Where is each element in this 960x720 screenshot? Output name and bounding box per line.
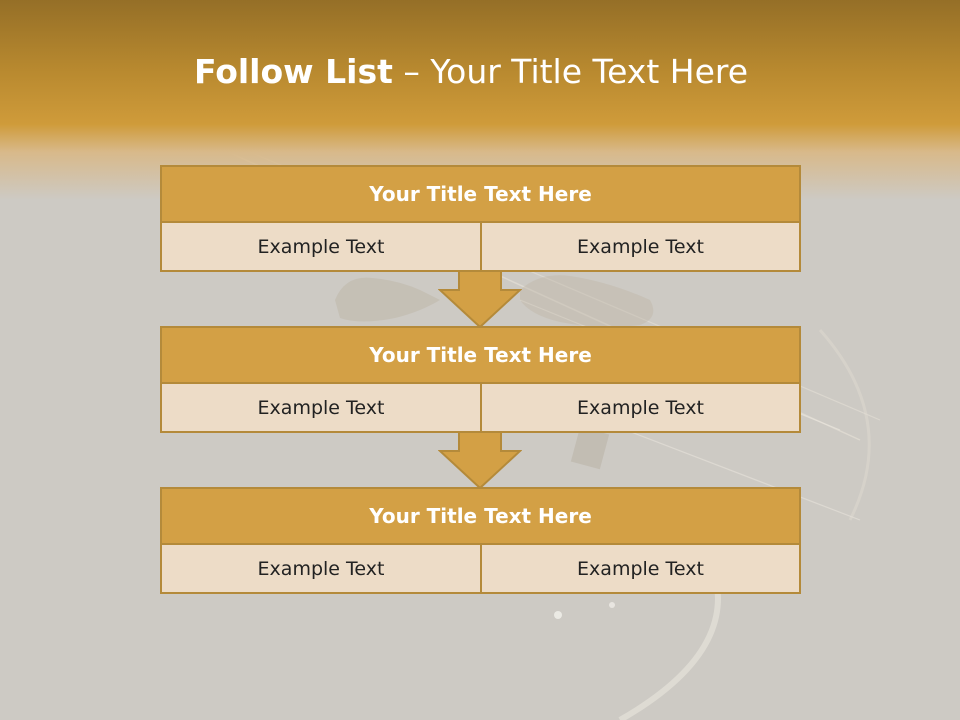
block-3-title: Your Title Text Here [162, 489, 799, 545]
list-block-2: Your Title Text Here Example Text Exampl… [160, 326, 801, 433]
block-3-left-text: Example Text [162, 545, 482, 592]
slide-title-rest: – Your Title Text Here [392, 52, 749, 91]
list-block-1: Your Title Text Here Example Text Exampl… [160, 165, 801, 272]
block-2-left-text: Example Text [162, 384, 482, 431]
down-arrow-1-icon [438, 270, 522, 328]
block-2-right-text: Example Text [482, 384, 799, 431]
block-1-title: Your Title Text Here [162, 167, 799, 223]
down-arrow-2-icon [438, 431, 522, 489]
list-block-3: Your Title Text Here Example Text Exampl… [160, 487, 801, 594]
block-1-left-text: Example Text [162, 223, 482, 270]
block-3-right-text: Example Text [482, 545, 799, 592]
block-2-title: Your Title Text Here [162, 328, 799, 384]
block-1-right-text: Example Text [482, 223, 799, 270]
slide-title-bold: Follow List [193, 52, 393, 91]
slide-title: Follow List – Your Title Text Here [0, 52, 942, 91]
